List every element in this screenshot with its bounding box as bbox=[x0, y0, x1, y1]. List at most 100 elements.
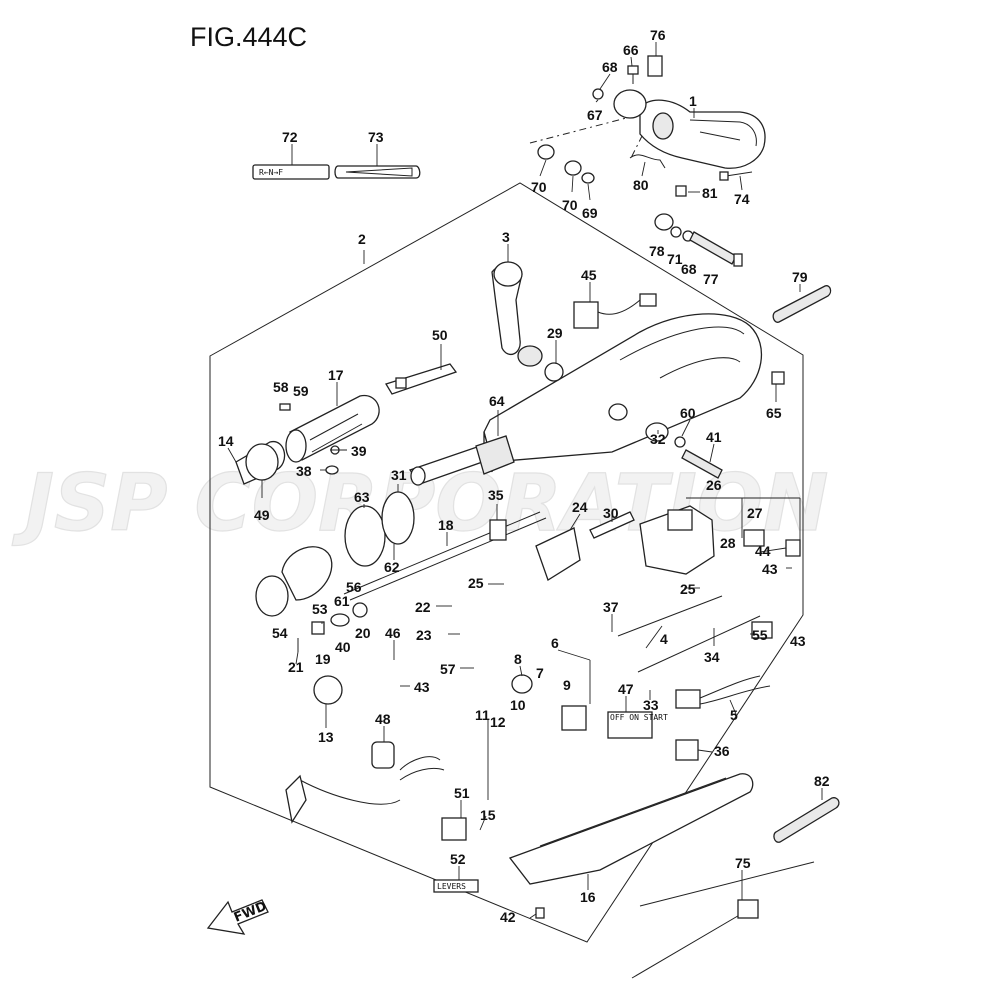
plate-30 bbox=[589, 511, 635, 539]
disc-63 bbox=[344, 505, 386, 567]
callout-25-right: 25 bbox=[680, 581, 696, 597]
decal-47: OFF ON START bbox=[607, 711, 668, 739]
assembly-outline bbox=[209, 182, 804, 943]
callout-3: 3 bbox=[502, 229, 510, 245]
bushing-29 bbox=[544, 362, 564, 382]
callout-22: 22 bbox=[415, 599, 431, 615]
callout-64: 64 bbox=[489, 393, 505, 409]
nut-68-upper bbox=[592, 88, 604, 100]
bracket-44 bbox=[785, 539, 801, 557]
grip-17 bbox=[285, 394, 380, 463]
decal-72: R←N→F bbox=[252, 164, 330, 180]
callout-50: 50 bbox=[432, 327, 448, 343]
decal-72-text: R←N→F bbox=[259, 168, 283, 177]
callout-72: 72 bbox=[282, 129, 298, 145]
spring-80 bbox=[629, 154, 666, 169]
callout-51: 51 bbox=[454, 785, 470, 801]
callout-12: 12 bbox=[490, 714, 506, 730]
callout-68-top: 68 bbox=[602, 59, 618, 75]
callout-8: 8 bbox=[514, 651, 522, 667]
callout-16: 16 bbox=[580, 889, 596, 905]
callout-67: 67 bbox=[587, 107, 603, 123]
callout-46: 46 bbox=[385, 625, 401, 641]
callout-63: 63 bbox=[354, 489, 370, 505]
callout-43-mid: 43 bbox=[790, 633, 806, 649]
washer-71 bbox=[670, 226, 682, 238]
callout-55: 55 bbox=[752, 627, 768, 643]
callout-53: 53 bbox=[312, 601, 328, 617]
callout-15: 15 bbox=[480, 807, 496, 823]
callout-9: 9 bbox=[563, 677, 571, 693]
dash-line-upper bbox=[529, 107, 666, 144]
bolt-74 bbox=[719, 171, 753, 181]
disc-31 bbox=[381, 491, 415, 545]
callout-10: 10 bbox=[510, 697, 526, 713]
callout-27: 27 bbox=[747, 505, 763, 521]
callout-42: 42 bbox=[500, 909, 516, 925]
callout-33: 33 bbox=[643, 697, 659, 713]
screw-65 bbox=[771, 371, 785, 385]
harness-5 bbox=[675, 675, 771, 709]
callout-32: 32 bbox=[650, 431, 666, 447]
screw-42 bbox=[535, 907, 545, 919]
shaft-assembly bbox=[408, 435, 515, 486]
decal-73 bbox=[334, 165, 421, 179]
callout-17: 17 bbox=[328, 367, 344, 383]
lanyard-cord bbox=[285, 756, 445, 824]
callout-62: 62 bbox=[384, 559, 400, 575]
cap-13 bbox=[313, 675, 343, 705]
switch-block-26 bbox=[639, 505, 715, 575]
knob-53 bbox=[281, 546, 333, 601]
decal-48 bbox=[371, 741, 395, 769]
callout-56: 56 bbox=[346, 579, 362, 595]
cap-10 bbox=[511, 674, 533, 694]
callout-14: 14 bbox=[218, 433, 234, 449]
callout-35: 35 bbox=[488, 487, 504, 503]
spring-40 bbox=[330, 613, 350, 627]
rod-75 bbox=[631, 861, 815, 979]
callout-58: 58 bbox=[273, 379, 289, 395]
bolt-41 bbox=[681, 449, 723, 479]
switch-45 bbox=[573, 293, 657, 329]
cap-54 bbox=[255, 575, 289, 617]
screw-81 bbox=[675, 185, 687, 197]
key-switch-9 bbox=[561, 705, 587, 731]
screw-58 bbox=[279, 403, 291, 411]
fwd-arrow-icon: FWD bbox=[206, 899, 269, 935]
callout-49: 49 bbox=[254, 507, 270, 523]
callout-74: 74 bbox=[734, 191, 750, 207]
bushing-70-left bbox=[537, 144, 555, 160]
callout-60: 60 bbox=[680, 405, 696, 421]
control-lever-3 bbox=[491, 261, 543, 367]
callout-24: 24 bbox=[572, 499, 588, 515]
washer-69 bbox=[581, 172, 595, 184]
callout-54: 54 bbox=[272, 625, 288, 641]
callout-28: 28 bbox=[720, 535, 736, 551]
callout-34: 34 bbox=[704, 649, 720, 665]
plate-36 bbox=[675, 739, 699, 761]
callout-79: 79 bbox=[792, 269, 808, 285]
grip-82 bbox=[773, 797, 840, 843]
callout-30: 30 bbox=[603, 505, 619, 521]
callout-37: 37 bbox=[603, 599, 619, 615]
callout-70-left: 70 bbox=[531, 179, 547, 195]
washer-60 bbox=[674, 436, 686, 448]
callout-48: 48 bbox=[375, 711, 391, 727]
callout-43-right: 43 bbox=[762, 561, 778, 577]
callout-81: 81 bbox=[702, 185, 718, 201]
decal-47-text: OFF ON START bbox=[610, 713, 668, 722]
callout-5: 5 bbox=[730, 707, 738, 723]
callout-41: 41 bbox=[706, 429, 722, 445]
callout-40: 40 bbox=[335, 639, 351, 655]
callout-43-left: 43 bbox=[414, 679, 430, 695]
callout-21: 21 bbox=[288, 659, 304, 675]
callout-20: 20 bbox=[355, 625, 371, 641]
callout-36: 36 bbox=[714, 743, 730, 759]
bracket-55 bbox=[751, 621, 773, 639]
bottom-case-16 bbox=[508, 773, 754, 885]
dash-line-lever bbox=[629, 119, 651, 161]
collar-35 bbox=[489, 519, 507, 541]
bushing-70-right bbox=[564, 160, 582, 176]
callout-44: 44 bbox=[755, 543, 771, 559]
callout-45: 45 bbox=[581, 267, 597, 283]
